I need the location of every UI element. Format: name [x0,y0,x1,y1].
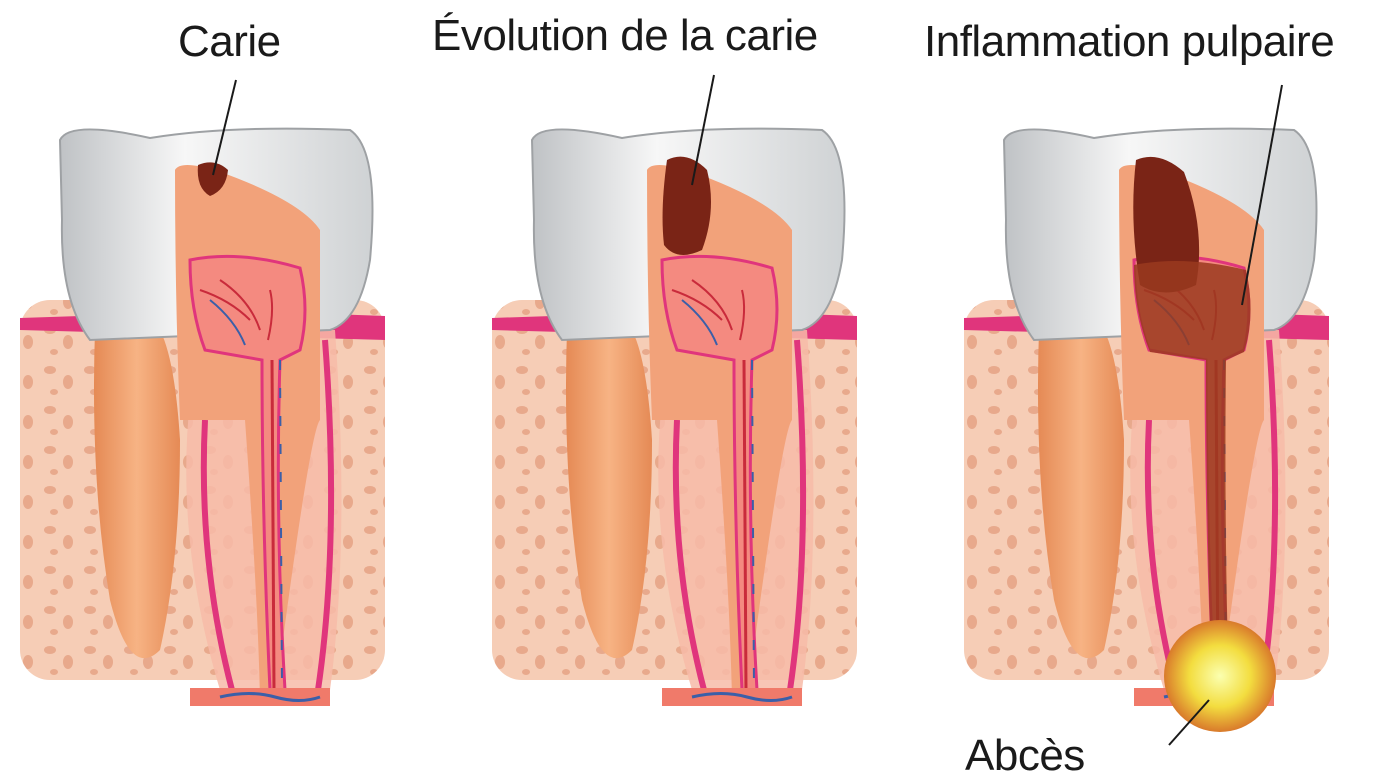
tooth-stage-3 [964,85,1329,745]
stage-3-title: Inflammation pulpaire [924,20,1334,64]
stage-2-title: Évolution de la carie [432,14,818,58]
stage-1-title: Carie [178,20,281,64]
decay-spot-medium [663,157,711,255]
tooth-stage-1 [20,80,385,706]
tooth-stage-2 [492,75,857,706]
abscess [1164,620,1276,732]
abscess-label: Abcès [965,734,1085,778]
